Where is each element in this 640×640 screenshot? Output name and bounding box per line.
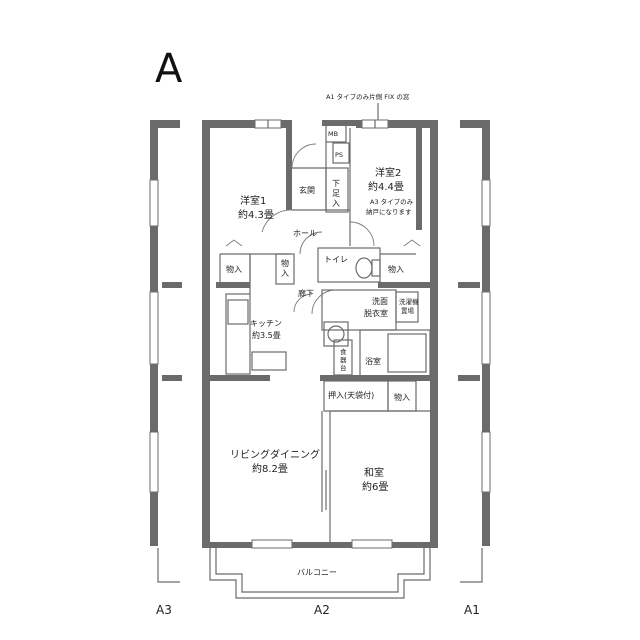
shoe-box-char3: 入 (332, 199, 340, 208)
cupboard-char2: 器 (340, 356, 347, 364)
washer-line1: 洗濯機 (399, 297, 419, 306)
unit-label-a3: A3 (156, 603, 172, 617)
ps-label: PS (335, 151, 343, 159)
door-swings (225, 143, 421, 315)
storage-right-label: 物入 (388, 264, 404, 274)
plan-letter: A (155, 46, 183, 92)
shoe-box-char2: 足 (332, 189, 340, 198)
cupboard-char1: 食 (340, 347, 347, 356)
washroom-line1: 洗面 (372, 296, 388, 306)
storage-small-char2: 入 (281, 269, 289, 278)
storage-left-label: 物入 (226, 264, 242, 274)
interior-lines (157, 123, 483, 599)
washer-line2: 置場 (401, 306, 415, 315)
windows (149, 119, 491, 549)
japanese-size: 約6畳 (362, 480, 388, 493)
unit-label-a2: A2 (314, 603, 330, 617)
entrance-label: 玄関 (299, 185, 315, 195)
kitchen-size: 約3.5畳 (252, 330, 281, 340)
western2-size: 約4.4畳 (368, 180, 404, 193)
shoe-box-char1: 下 (332, 179, 340, 188)
living-size: 約8.2畳 (252, 462, 288, 475)
kitchen-name: キッチン (250, 319, 282, 328)
western2-note2: 納戸になります (366, 207, 412, 216)
corridor-label: 廊下 (298, 288, 314, 298)
storage-small-char1: 物 (281, 258, 289, 268)
cupboard-char3: 台 (340, 363, 347, 372)
hall-label: ホール (293, 229, 317, 238)
unit-label-a1: A1 (464, 603, 480, 617)
western1-size: 約4.3畳 (238, 208, 274, 221)
fix-window-note: A1 タイプのみ片側 FIX の窓 (326, 92, 410, 101)
japanese-name: 和室 (364, 466, 384, 479)
western2-note1: A3 タイプのみ (370, 197, 414, 206)
bath-label: 浴室 (365, 356, 381, 366)
storage-lower-label: 物入 (394, 392, 410, 402)
walls (150, 120, 490, 548)
balcony-label: バルコニー (297, 568, 337, 577)
washroom-line2: 脱衣室 (364, 308, 388, 318)
closet-label: 押入(天袋付) (328, 390, 374, 400)
western1-name: 洋室1 (240, 194, 266, 207)
living-name: リビングダイニング (230, 448, 320, 461)
toilet-label: トイレ (324, 255, 348, 264)
mb-label: MB (328, 130, 338, 138)
labels: 洋室1 約4.3畳 洋室2 約4.4畳 A3 タイプのみ 納戸になります 玄関 … (156, 130, 480, 617)
western2-name: 洋室2 (375, 166, 401, 179)
